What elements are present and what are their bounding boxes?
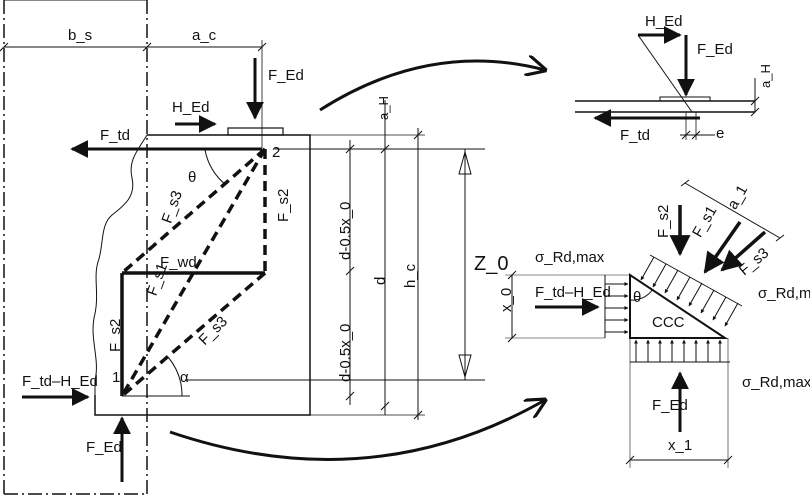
detail-node1: F_s2 a_1 F_s1 F_s3 σ_Rd,max σ_Rd,max σ_R… <box>498 179 810 468</box>
top-dimensions: b_s a_c <box>0 27 267 148</box>
label-detail1-FEd: F_Ed <box>697 41 733 58</box>
label-Fs3-upper: F_s3 <box>159 188 186 225</box>
label-sigma-right: σ_Rd,max <box>758 285 810 302</box>
label-FEd-bottom: F_Ed <box>86 439 122 456</box>
label-detail2-Fs1: F_s1 <box>689 203 720 240</box>
label-bs: b_s <box>68 27 92 44</box>
label-Z0: Z_0 <box>474 253 508 275</box>
label-aH: a_H <box>376 96 391 120</box>
label-CCC: CCC <box>652 314 685 331</box>
label-alpha: α <box>180 369 189 386</box>
label-Fs1: F_s1 <box>144 261 171 298</box>
label-d-upper: d-0.5x_0 <box>337 202 354 260</box>
load-arrows: F_Ed H_Ed F_td F_td–H_Ed F_Ed <box>22 58 304 482</box>
label-hc: h_c <box>402 263 419 288</box>
node-triangle <box>629 273 729 339</box>
label-x0: x_0 <box>498 288 515 312</box>
vertical-dimensions: a_H d-0.5x_0 d-0.5x_0 d h_c Z_0 <box>185 96 508 420</box>
label-sigma-left: σ_Rd,max <box>535 249 605 266</box>
label-FEd-top: F_Ed <box>268 67 304 84</box>
label-detail1-aH: a_H <box>758 64 773 88</box>
label-node1: 1 <box>112 369 120 386</box>
label-Fwd: F_wd <box>160 254 197 271</box>
label-Fs3-lower: F_s3 <box>195 313 231 349</box>
label-detail1-Ftd: F_td <box>620 127 650 144</box>
label-detail2-Fs3: F_s3 <box>736 245 772 279</box>
detail1-bearing-plate <box>659 96 711 102</box>
left-stress-arrows <box>604 275 629 338</box>
label-detail2-theta: θ <box>633 289 641 306</box>
label-x1: x_1 <box>668 437 692 454</box>
curved-arrows <box>169 61 545 461</box>
label-ac: a_c <box>192 27 217 44</box>
label-Fs2-right: F_s2 <box>275 189 292 222</box>
label-FtdHEd-detail: F_td–H_Ed <box>535 284 611 301</box>
label-detail1-e: e <box>716 125 724 142</box>
label-detail2-Fs2: F_s2 <box>655 205 672 238</box>
label-sigma-bottom: σ_Rd,max <box>742 374 810 391</box>
label-FtdHEd-left: F_td–H_Ed <box>22 373 98 390</box>
label-theta: θ <box>188 169 196 186</box>
strut-tie-model: 2 θ F_s3 F_s2 F_wd F_s1 F_s3 F_s2 1 α <box>107 144 292 398</box>
bottom-stress-arrows <box>630 339 730 363</box>
bearing-plate <box>227 127 284 136</box>
column <box>3 0 148 497</box>
label-detail2-FEd: F_Ed <box>652 397 688 414</box>
label-HEd: H_Ed <box>172 99 210 116</box>
inclined-stress-arrows <box>640 254 743 327</box>
label-detail1-HEd: H_Ed <box>645 13 683 30</box>
detail-node2: H_Ed F_Ed F_td a_H e <box>575 13 773 144</box>
label-node2: 2 <box>272 144 280 161</box>
label-Ftd: F_td <box>100 127 130 144</box>
label-d: d <box>372 277 389 285</box>
label-Fs2-left: F_s2 <box>107 319 124 352</box>
label-d-lower: d-0.5x_0 <box>337 324 354 382</box>
